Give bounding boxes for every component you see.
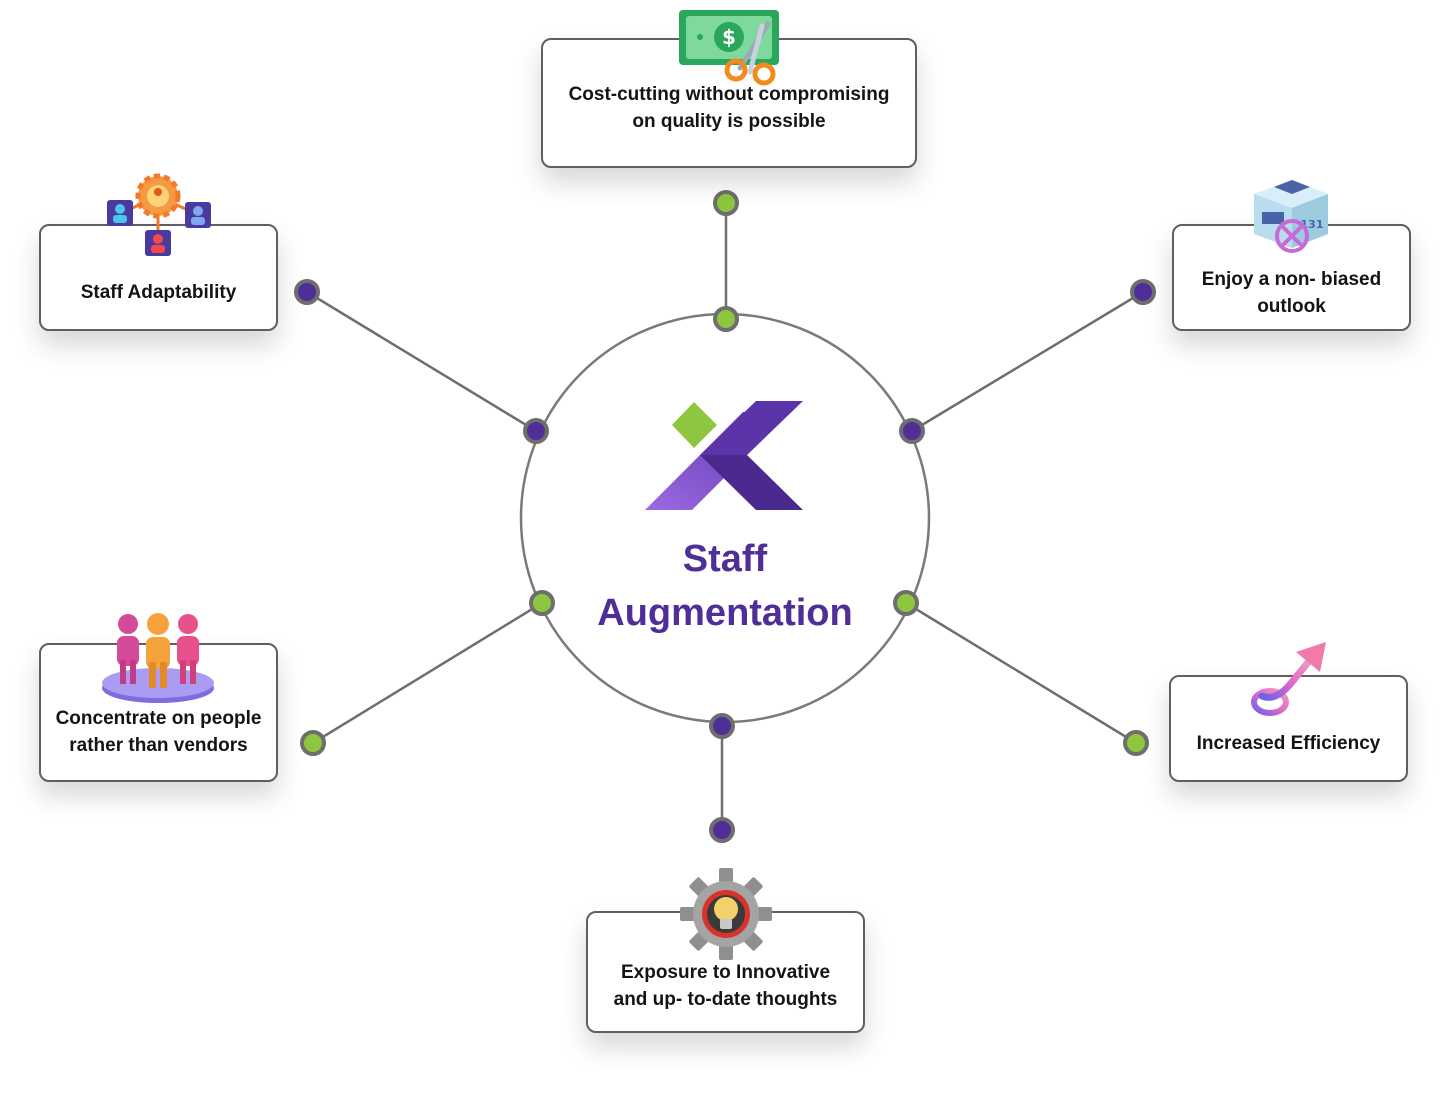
gear-lightbulb-icon	[680, 868, 772, 960]
connector-bottom-left	[312, 601, 543, 745]
dot-top-left-inner	[523, 418, 549, 444]
benefit-innovation-label: Exposure to Innovative and up- to-date t…	[613, 962, 838, 1010]
dot-top-left-outer	[294, 279, 320, 305]
dot-bottom-right-inner	[893, 590, 919, 616]
connector-top-left	[306, 290, 537, 433]
dot-top-outer	[713, 190, 739, 216]
dot-top-right-outer	[1130, 279, 1156, 305]
package-cross-icon: 131	[1254, 180, 1328, 253]
connector-dots	[294, 190, 1156, 843]
dot-top-inner	[713, 306, 739, 332]
benefit-people-focus: Concentrate on people rather than vendor…	[39, 643, 278, 782]
dot-bottom-left-inner	[529, 590, 555, 616]
hub-circle	[519, 312, 931, 724]
benefit-efficiency-label: Increased Efficiency	[1196, 733, 1381, 754]
dot-bottom-inner	[709, 713, 735, 739]
dot-bottom-right-outer	[1123, 730, 1149, 756]
upward-arrow-icon	[1251, 642, 1326, 716]
connector-top-right	[911, 290, 1144, 433]
connector-lines	[306, 203, 1144, 830]
people-podium-icon	[102, 613, 214, 703]
benefit-efficiency: Increased Efficiency	[1169, 675, 1408, 782]
benefit-staff-adaptability-label: Staff Adaptability	[80, 282, 237, 303]
connector-bottom-right	[905, 601, 1137, 745]
x-logo-icon	[645, 401, 803, 510]
benefit-people-focus-label: Concentrate on people rather than vendor…	[55, 707, 262, 756]
dot-bottom-left-outer	[300, 730, 326, 756]
dot-bottom-outer	[709, 817, 735, 843]
hub-title: Staff Augmentation	[597, 538, 853, 634]
benefit-cost-cutting-label: Cost-cutting without compromising on qua…	[568, 84, 890, 132]
dot-top-right-inner	[899, 418, 925, 444]
team-network-icon	[107, 173, 211, 256]
benefit-non-biased-label: Enjoy a non- biased outlook	[1201, 268, 1382, 317]
svg-text:$: $	[722, 25, 736, 49]
money-scissors-icon: $	[679, 10, 779, 86]
